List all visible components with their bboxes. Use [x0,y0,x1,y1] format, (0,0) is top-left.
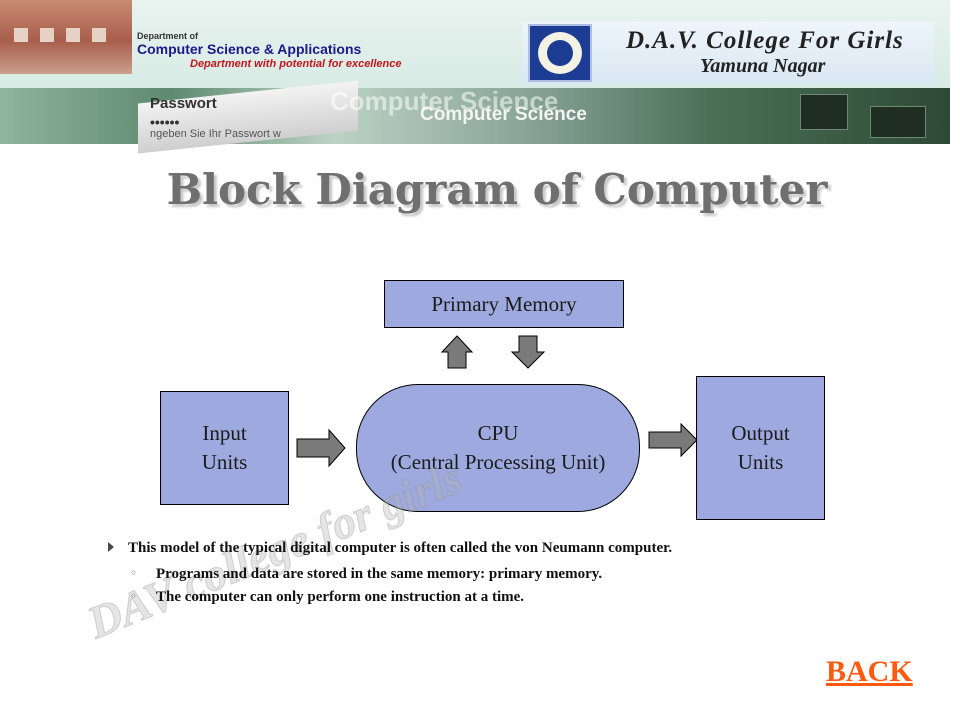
output-label-line1: Output [731,421,790,445]
bullet-list: This model of the typical digital comput… [108,540,848,606]
circle-bullet-icon: ◦ [130,589,138,603]
primary-memory-label: Primary Memory [431,291,577,316]
input-label-line2: Units [201,450,248,474]
output-units-block: Output Units [696,376,825,520]
circuit-chip-icon [870,106,926,138]
cpu-label-line1: CPU [477,421,519,445]
arrow-down-icon [510,335,546,369]
output-label-line2: Units [737,450,784,474]
cpu-label-line2: (Central Processing Unit) [390,450,606,474]
circuit-chip-icon [800,94,848,130]
dept-tagline: Department with potential for excellence [190,58,402,70]
college-logo-icon [528,24,592,82]
banner-password-dots: •••••• [150,114,180,130]
banner-password-label: Passwort [150,95,217,112]
back-link[interactable]: BACK [826,655,913,688]
bullet-item: This model of the typical digital comput… [108,540,848,557]
triangle-bullet-icon [108,542,114,552]
arrow-right-icon [648,422,698,458]
college-name: D.A.V. College For Girls [626,27,904,54]
sub-bullet-text: The computer can only perform one instru… [156,589,525,605]
college-building-photo [0,0,132,74]
banner-password-sub: ngeben Sie Ihr Passwort w [150,128,281,140]
dept-name: Computer Science & Applications [137,41,362,57]
sub-bullet-text: Programs and data are stored in the same… [156,566,603,582]
primary-memory-block: Primary Memory [384,280,624,328]
page-title: Block Diagram of Computer [166,165,828,214]
college-city: Yamuna Nagar [700,55,826,77]
arrow-up-icon [440,335,474,369]
banner-cs-shadow: Computer Science [330,86,559,116]
input-label-line1: Input [202,421,247,445]
cpu-block: CPU (Central Processing Unit) [356,384,640,512]
input-units-block: Input Units [160,391,289,505]
arrow-right-icon [296,428,346,468]
bullet-text: This model of the typical digital comput… [128,540,673,556]
banner-cs-text: Computer Science [420,104,587,125]
sub-bullet-item: ◦ Programs and data are stored in the sa… [108,566,848,583]
dept-prefix: Department of [137,31,199,41]
circle-bullet-icon: ◦ [130,566,138,580]
sub-bullet-item: ◦ The computer can only perform one inst… [108,589,848,606]
